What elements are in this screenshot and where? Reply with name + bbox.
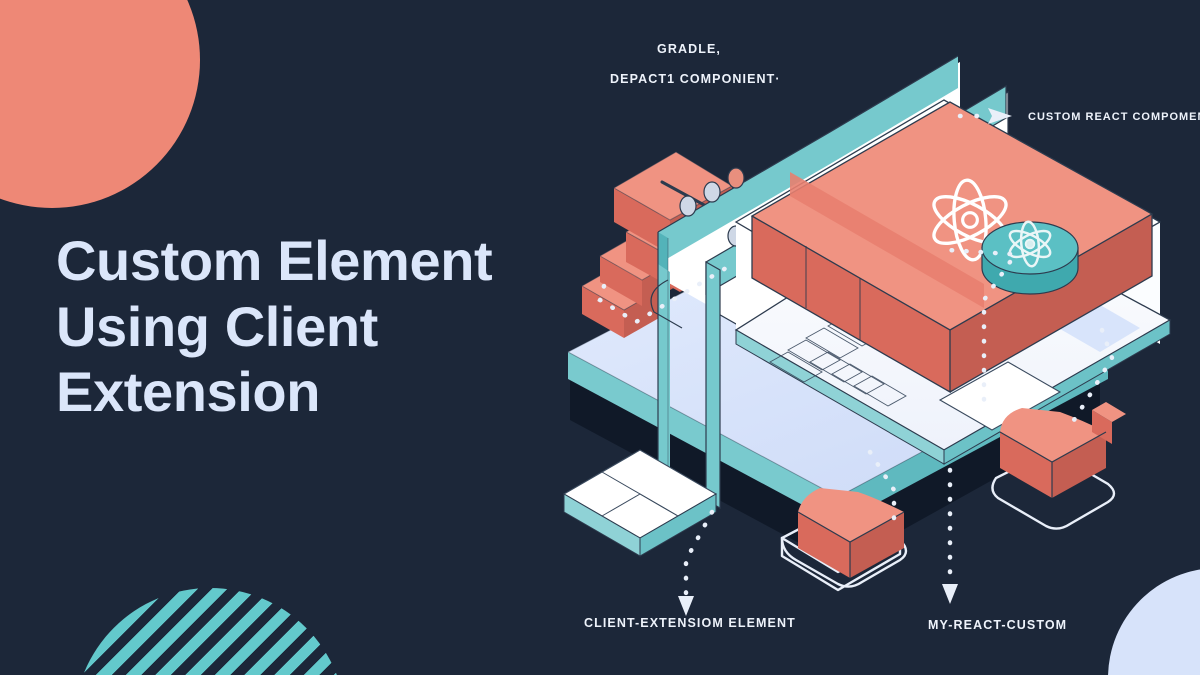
decorative-striped-dome [74, 588, 346, 675]
react-atom-logo [932, 178, 1008, 262]
connector-paths [597, 113, 1115, 599]
custom-element-block-center [780, 488, 908, 592]
label-depact: DEPACT1 COMPONIENT· [610, 72, 781, 86]
label-custom-react: CUSTOM REACT COMPOMENT´ [1028, 111, 1200, 123]
decorative-coral-circle [0, 0, 200, 208]
custom-element-block-right [991, 402, 1126, 530]
title-line-3: Extension [56, 360, 321, 424]
react-puck-cylinder [981, 220, 1079, 295]
page-title: Custom Element Using Client Extension [56, 228, 576, 425]
arrow-right-icon [988, 108, 1012, 124]
label-my-react-custom: MY-REACT-CUSTOM [928, 618, 1068, 632]
tile-slab [562, 449, 718, 557]
react-component-bar [750, 101, 1154, 394]
title-line-1: Custom Element [56, 229, 493, 292]
label-gradle: GRADLE, [657, 42, 721, 56]
hero-illustration: GRADLE, DEPACT1 COMPONIENT· CUSTOM REACT… [540, 0, 1200, 675]
label-client-extension: CLIENT-EXTENSIOM ELEMENT [584, 616, 796, 630]
arrow-down-icon [942, 584, 958, 604]
arrow-down-icon [678, 596, 694, 616]
connector-arrowheads [678, 108, 1012, 616]
title-line-2: Using Client [56, 294, 378, 358]
